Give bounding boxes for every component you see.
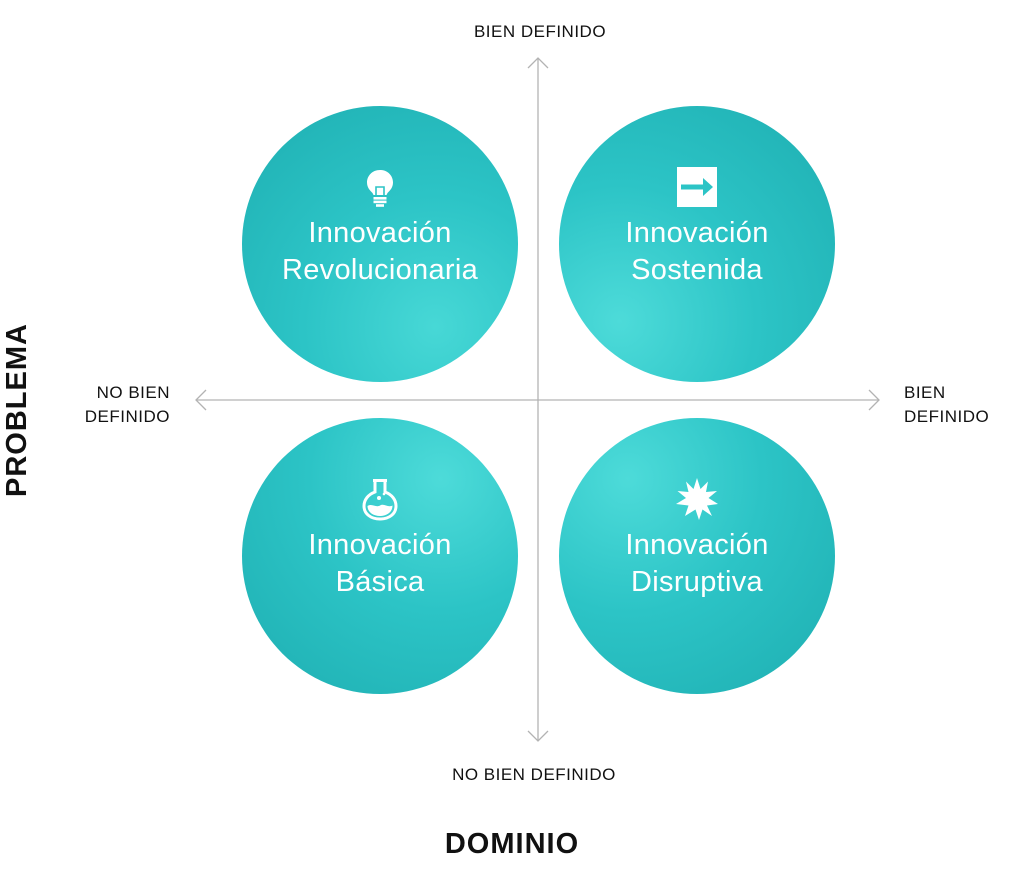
axis-label-right-line2: DEFINIDO bbox=[904, 407, 990, 426]
arrowhead-up bbox=[527, 57, 549, 69]
quadrant-title-line2: Básica bbox=[335, 566, 425, 598]
arrow-right-box-icon bbox=[675, 165, 719, 209]
quadrant-disruptiva: Innovación Disruptiva bbox=[559, 418, 835, 694]
quadrant-revolucionaria: Innovación Revolucionaria bbox=[242, 106, 518, 382]
arrowhead-down bbox=[527, 730, 549, 742]
quadrant-title-line1: Innovación bbox=[625, 217, 769, 249]
axis-label-right-line1: BIEN bbox=[904, 383, 946, 402]
quadrant-basica: Innovación Básica bbox=[242, 418, 518, 694]
axis-label-top: BIEN DEFINIDO bbox=[473, 22, 607, 41]
quadrant-title-line2: Disruptiva bbox=[631, 566, 763, 598]
axis-label-left-line1: NO BIEN bbox=[96, 383, 170, 402]
lightbulb-icon bbox=[358, 165, 402, 209]
axis-label-left: NO BIEN DEFINIDO bbox=[40, 381, 170, 429]
arrowhead-right bbox=[868, 389, 880, 411]
quadrant-sostenida: Innovación Sostenida bbox=[559, 106, 835, 382]
x-axis-title: DOMINIO bbox=[444, 828, 580, 860]
axis-label-right: BIEN DEFINIDO bbox=[904, 381, 1014, 429]
quadrant-title-line1: Innovación bbox=[308, 217, 452, 249]
y-axis-title: PROBLEMA bbox=[1, 323, 33, 497]
quadrant-title-line2: Revolucionaria bbox=[281, 254, 479, 286]
arrowhead-left bbox=[195, 389, 207, 411]
axis-label-bottom: NO BIEN DEFINIDO bbox=[452, 765, 616, 784]
axis-label-left-line2: DEFINIDO bbox=[84, 407, 170, 426]
quadrant-title-line1: Innovación bbox=[625, 529, 769, 561]
flask-icon bbox=[358, 477, 402, 521]
quadrant-title-line1: Innovación bbox=[308, 529, 452, 561]
quadrant-title-line2: Sostenida bbox=[631, 254, 763, 286]
starburst-icon bbox=[675, 477, 719, 521]
